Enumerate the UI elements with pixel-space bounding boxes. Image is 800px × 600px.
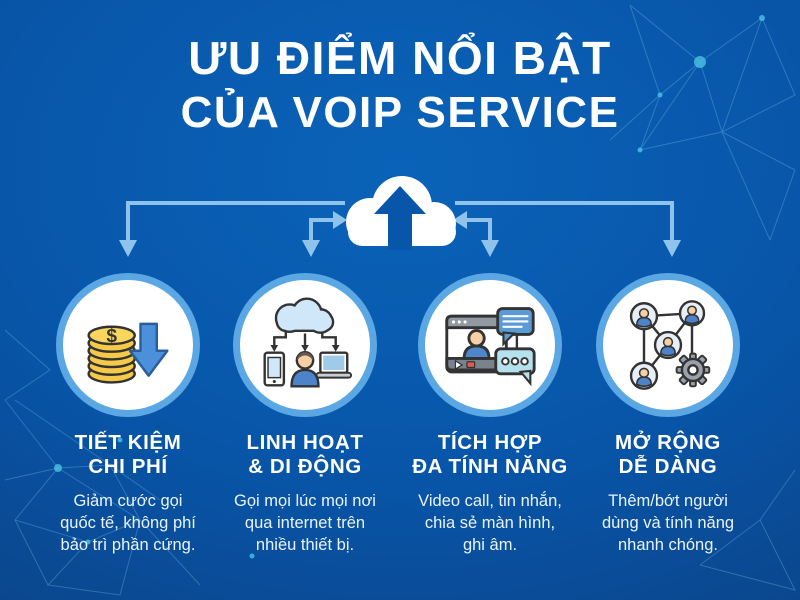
money-saving-icon: $ <box>87 322 169 384</box>
title-line-1: ƯU ĐIỂM NỔI BẬT <box>188 32 612 84</box>
desc-line: quốc tế, không phí <box>60 514 196 533</box>
arrowhead-down-4 <box>663 240 681 257</box>
feature-description-1: Giảm cước gọi quốc tế, không phí bảo trì… <box>36 491 220 556</box>
desc-line: chia sẻ màn hình, <box>424 514 556 533</box>
feature-circle-1: $ <box>56 273 200 417</box>
arrowhead-down-2 <box>302 240 320 257</box>
feature-circle-2 <box>233 273 377 417</box>
heading-line: MỞ RỘNG <box>615 431 721 454</box>
arrow-line-outer-left <box>126 201 345 242</box>
arrow-line-inner-right <box>466 218 492 242</box>
desc-line: Thêm/bớt người <box>608 492 728 511</box>
desc-line: ghi âm. <box>462 535 518 554</box>
feature-heading-2: LINH HOẠT & DI ĐỘNG <box>213 431 397 479</box>
heading-line: ĐA TÍNH NĂNG <box>412 455 568 479</box>
arrowhead-left-to-cloud <box>453 211 467 229</box>
desc-line: Giảm cước gọi <box>73 492 183 511</box>
heading-line: DỄ DÀNG <box>618 455 718 479</box>
feature-heading-4: MỞ RỘNG DỄ DÀNG <box>576 431 760 479</box>
desc-line: dùng và tính năng <box>601 514 735 533</box>
title-line-2: CỦA VOIP SERVICE <box>180 88 620 138</box>
feature-circle-3 <box>418 273 562 417</box>
desc-line: Gọi mọi lúc mọi nơi <box>234 492 376 511</box>
arrow-line-outer-right <box>455 201 674 242</box>
arrowhead-right-to-cloud <box>333 211 347 229</box>
feature-description-4: Thêm/bớt người dùng và tính năng nhanh c… <box>576 491 760 556</box>
arrowhead-down-1 <box>119 240 137 257</box>
cloud-multi-device-icon <box>263 297 353 388</box>
arrowhead-down-3 <box>481 240 499 257</box>
feature-heading-3: TÍCH HỢP ĐA TÍNH NĂNG <box>398 431 582 479</box>
heading-line: TÍCH HỢP <box>437 431 543 454</box>
desc-line: nhanh chóng. <box>617 535 718 554</box>
heading-line: LINH HOẠT <box>246 431 364 454</box>
feature-circle-4 <box>596 273 740 417</box>
feature-description-3: Video call, tin nhắn, chia sẻ màn hình, … <box>398 491 582 556</box>
page-title: ƯU ĐIỂM NỔI BẬT CỦA VOIP SERVICE <box>0 30 800 140</box>
feature-easy-scaling: MỞ RỘNG DỄ DÀNG Thêm/bớt người dùng và t… <box>576 273 760 557</box>
user-network-gear-icon <box>629 300 711 390</box>
desc-line: nhiều thiết bị. <box>255 535 355 554</box>
svg-text:$: $ <box>106 326 117 347</box>
feature-multi-feature: TÍCH HỢP ĐA TÍNH NĂNG Video call, tin nh… <box>398 273 582 557</box>
arrow-line-inner-left <box>309 218 334 242</box>
heading-line: CHI PHÍ <box>88 455 168 479</box>
heading-line: & DI ĐỘNG <box>248 455 362 479</box>
desc-line: bảo trì phần cứng. <box>60 535 196 554</box>
feature-flexible-mobile: LINH HOẠT & DI ĐỘNG Gọi mọi lúc mọi nơi … <box>213 273 397 557</box>
cloud-upload-icon <box>340 172 460 250</box>
feature-description-2: Gọi mọi lúc mọi nơi qua internet trên nh… <box>213 491 397 556</box>
heading-line: TIẾT KIỆM <box>74 431 182 454</box>
desc-line: Video call, tin nhắn, <box>418 492 562 511</box>
desc-line: qua internet trên <box>244 514 366 533</box>
video-call-chat-icon <box>445 307 536 387</box>
gear-icon <box>675 352 711 388</box>
feature-heading-1: TIẾT KIỆM CHI PHÍ <box>36 431 220 479</box>
feature-cost-saving: $ TIẾT KIỆM CHI PHÍ Giảm cước gọi quốc t… <box>36 273 220 557</box>
